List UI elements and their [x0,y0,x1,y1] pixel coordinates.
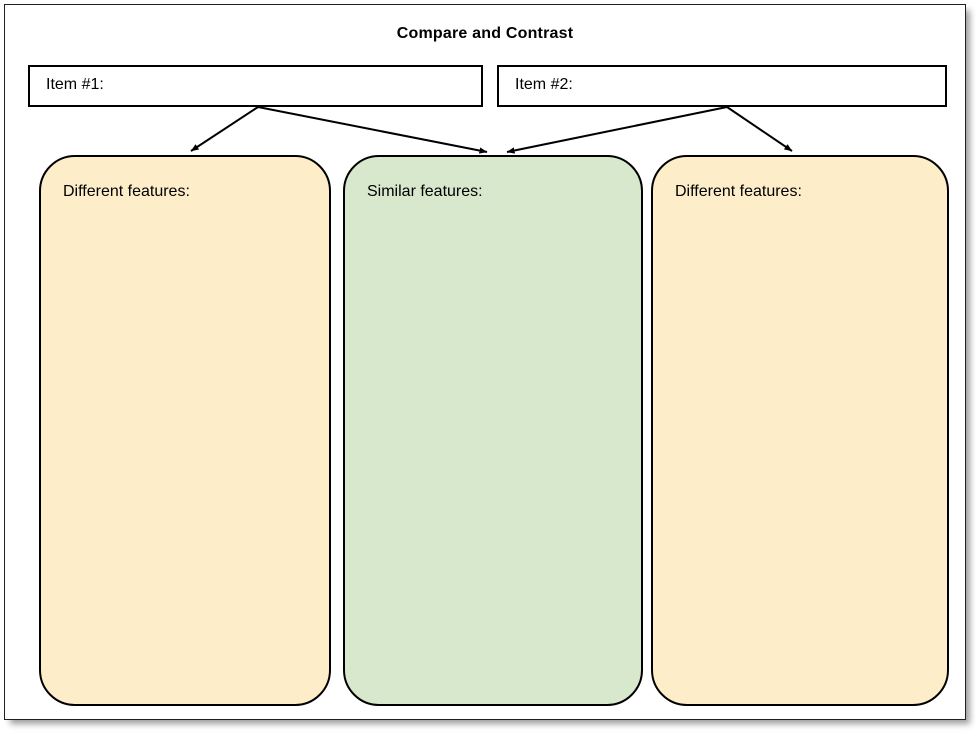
panel-different-features-right[interactable]: Different features: [651,155,949,706]
panel-different-features-left-label: Different features: [63,183,190,200]
arrow-item1-to-similar [257,106,488,154]
item-2-field[interactable]: Item #2: [497,65,947,107]
arrow-item1-to-different-left [190,106,259,152]
arrow-item2-to-different-right [726,106,793,152]
item-1-label: Item #1: [46,76,104,93]
panel-similar-features-label: Similar features: [367,183,483,200]
item-2-label: Item #2: [515,76,573,93]
arrow-item2-to-similar [506,106,728,154]
panel-similar-features[interactable]: Similar features: [343,155,643,706]
page-title: Compare and Contrast [396,25,574,42]
panel-different-features-left[interactable]: Different features: [39,155,331,706]
panel-different-features-right-label: Different features: [675,183,802,200]
item-1-field[interactable]: Item #1: [28,65,483,107]
worksheet-page: Compare and Contrast Item #1: Item #2: D… [4,4,966,720]
